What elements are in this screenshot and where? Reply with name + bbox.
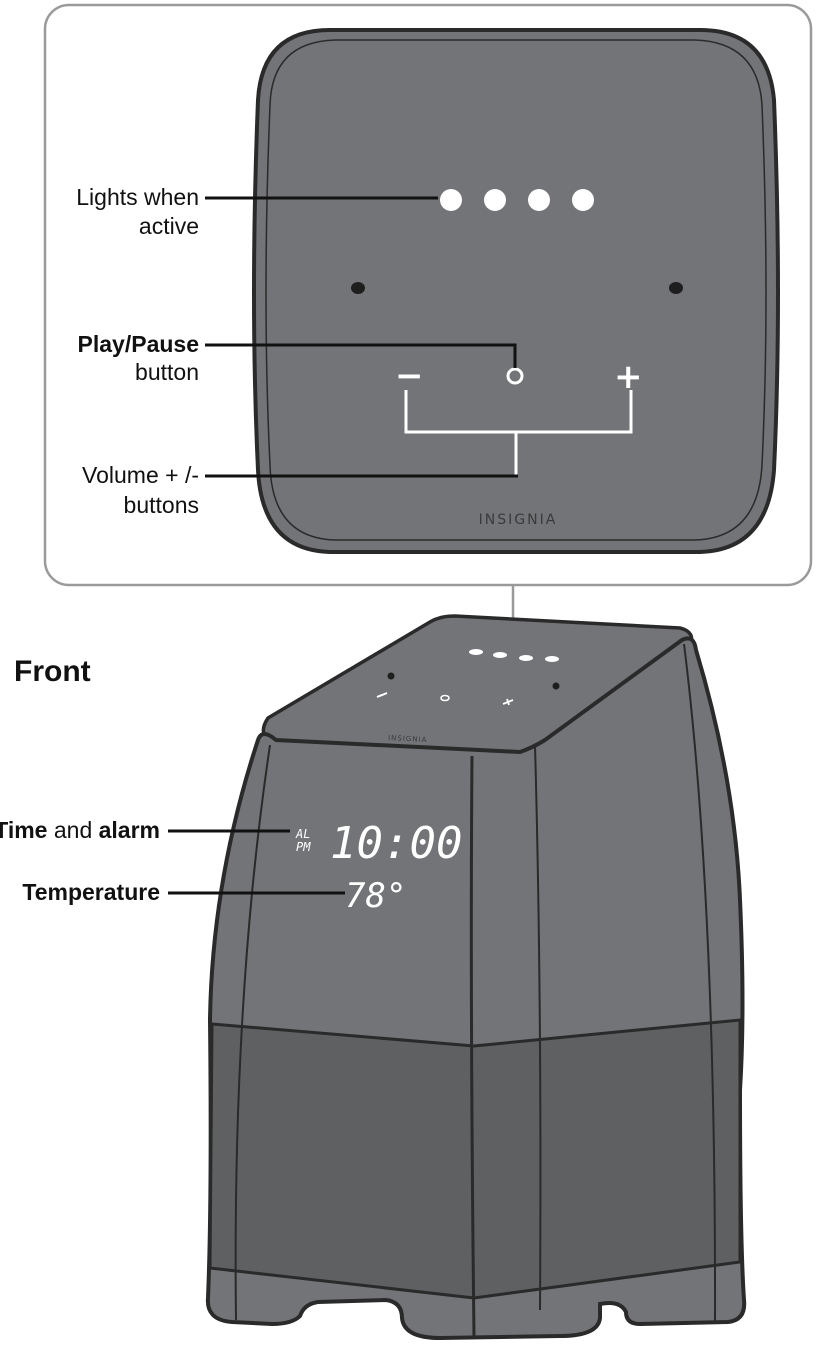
activity-light-3 (528, 189, 550, 211)
top-mic-small-left (387, 672, 395, 680)
microphone-right (669, 282, 683, 294)
lights-label-line2: active (139, 213, 199, 239)
temperature-label: Temperature (22, 879, 160, 905)
play-pause-label: Play/Pause (78, 331, 199, 357)
play-callout-line (205, 343, 517, 368)
brand-logo-top: INSIGNIA (479, 512, 558, 528)
speaker-right-edge (534, 744, 542, 1311)
top-minus-small (376, 692, 388, 698)
play-pause-button[interactable] (506, 367, 524, 385)
top-light-small-4 (545, 656, 559, 662)
play-pause-label-line2: button (135, 359, 199, 385)
top-mic-small-right (552, 682, 560, 690)
volume-down-button[interactable]: − (395, 356, 424, 396)
activity-light-2 (484, 189, 506, 211)
top-play-small (440, 694, 450, 702)
front-heading: Front (14, 655, 91, 688)
display-al: AL (295, 827, 310, 841)
top-light-small-1 (469, 649, 483, 655)
activity-light-4 (572, 189, 594, 211)
brand-logo-front: INSIGNIA (388, 734, 428, 744)
activity-light-1 (440, 189, 462, 211)
display-pm: PM (296, 840, 311, 854)
display-time: 10:00 (330, 818, 462, 869)
time-alarm-label: Time and alarm (0, 817, 160, 843)
speaker-top-surface (252, 28, 780, 554)
volume-up-button[interactable]: + (614, 357, 643, 397)
top-light-small-3 (519, 655, 533, 661)
top-plus-small (502, 698, 514, 706)
display-temperature: 78° (345, 876, 406, 916)
top-light-small-2 (493, 652, 507, 658)
speaker-fabric-band (208, 1018, 742, 1300)
speaker-top-inner-edge (265, 39, 767, 541)
speaker-front-edge (469, 755, 476, 1337)
lights-label-line1: Lights when (76, 184, 199, 210)
microphone-left (351, 282, 365, 294)
volume-label-line2: buttons (124, 492, 199, 518)
volume-bracket (404, 390, 633, 476)
volume-label-line1: Volume + /- (82, 462, 199, 488)
speaker-far-right-edge (683, 643, 717, 1323)
speaker-left-edge (234, 744, 271, 1321)
